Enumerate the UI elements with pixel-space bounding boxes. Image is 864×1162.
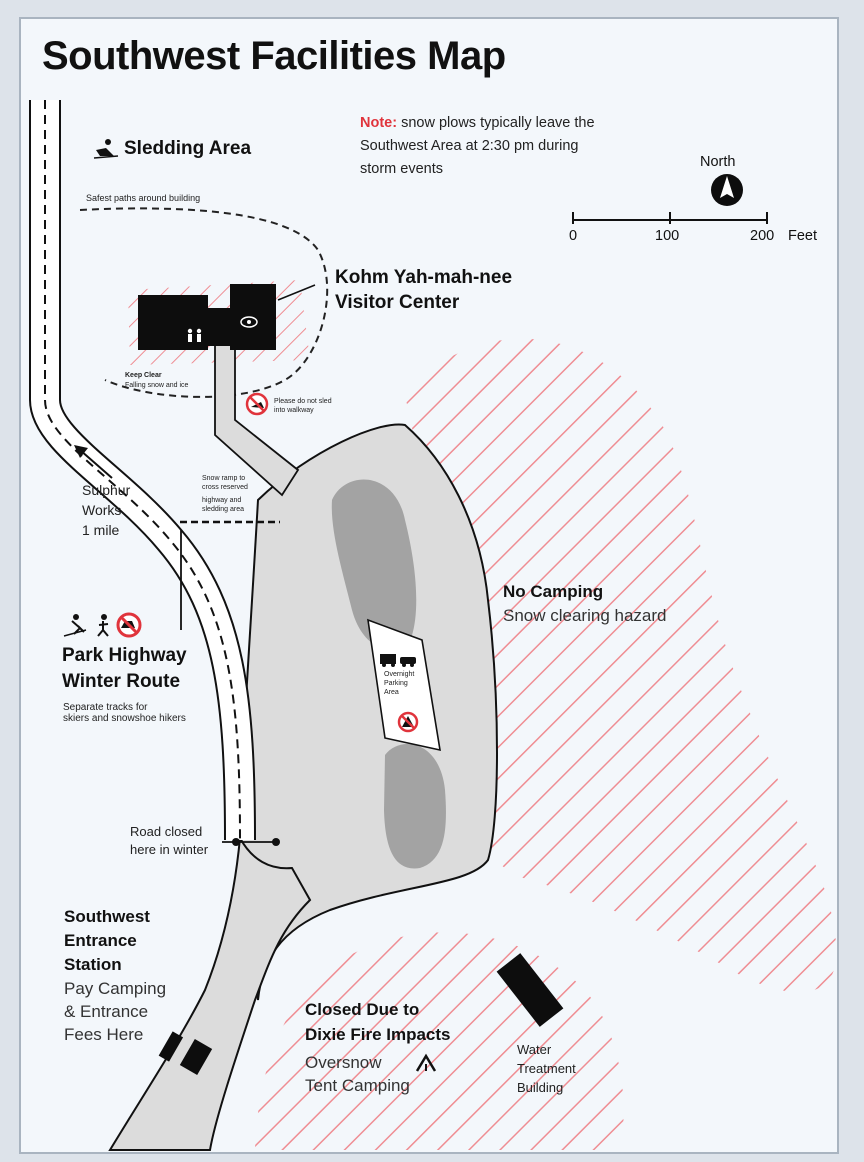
tracks-label-2: skiers and snowshoe hikers: [63, 713, 186, 724]
no-camping-icon: [397, 711, 419, 733]
rv-icon: [380, 654, 396, 667]
overnight-parking-label-1: Overnight: [384, 671, 415, 678]
oversnow-label: Oversnow: [305, 1053, 382, 1072]
fees-label-1: Pay Camping: [64, 979, 167, 998]
no-sled-label-2: into walkway: [274, 407, 314, 414]
north-label: North: [700, 154, 736, 170]
closed-label-1: Closed Due to: [305, 1000, 420, 1019]
visitor-center-label-2: Visitor Center: [335, 292, 460, 313]
visitor-center-building-west: [138, 295, 208, 350]
sledding-area-label: Sledding Area: [124, 138, 252, 159]
parking-bay-north: [331, 479, 417, 651]
no-camping-title: No Camping: [503, 582, 604, 601]
highway-label-1: Park Highway: [62, 645, 187, 666]
snow-ramp-label-2: cross reserved: [202, 484, 248, 491]
water-treatment-label-3: Building: [517, 1080, 564, 1095]
fees-label-3: Fees Here: [64, 1025, 144, 1044]
snow-plow-note: Note: snow plows typically leave the Sou…: [360, 112, 595, 181]
entrance-booth-1: [158, 1031, 184, 1062]
parking-bay-south: [384, 744, 446, 869]
snow-ramp-label-3: highway and: [202, 497, 242, 504]
entrance-booth-2: [179, 1039, 213, 1075]
road-closed-label-2: here in winter: [130, 842, 209, 857]
sulphur-works-arrow-icon: [74, 445, 113, 479]
sulphur-works-label-2: Works: [82, 502, 122, 518]
scale-bar: [572, 212, 768, 224]
restroom-icon: [187, 328, 202, 342]
map-title: Southwest Facilities Map: [42, 34, 506, 78]
no-sledding-icon: [245, 392, 269, 416]
snow-ramp-label-4: sledding area: [202, 506, 245, 513]
note-label: Note:: [360, 115, 398, 131]
closed-label-2: Dixie Fire Impacts: [305, 1025, 451, 1044]
entrance-label-1: Southwest: [64, 907, 150, 926]
overnight-parking-label-2: Parking: [384, 680, 408, 687]
scale-tick-100: 100: [655, 228, 680, 244]
note-line-3: storm events: [360, 161, 443, 177]
snow-ramp-label-1: Snow ramp to: [202, 475, 246, 482]
sledding-icon: [93, 139, 119, 159]
road-closed-marker-west: [232, 838, 240, 846]
overnight-parking-box: [367, 618, 441, 752]
car-icon: [400, 657, 416, 667]
sulphur-works-label-1: Sulphur: [82, 482, 131, 498]
road-closed-marker-east: [272, 838, 280, 846]
water-treatment-label-2: Treatment: [517, 1061, 576, 1076]
entrance-road: [108, 834, 312, 1151]
information-icon: [240, 316, 258, 328]
overnight-parking-label-3: Area: [384, 689, 399, 696]
no-sled-label-1: Please do not sled: [274, 398, 332, 405]
snowshoe-icon: [97, 614, 109, 637]
entrance-label-2: Entrance: [64, 931, 137, 950]
no-camping-zone: [405, 338, 837, 993]
water-treatment-building: [496, 953, 564, 1027]
tent-icon: [415, 1053, 437, 1072]
visitor-center-leader: [277, 284, 316, 301]
note-line-2: Southwest Area at 2:30 pm during: [360, 138, 579, 154]
tracks-label-1: Separate tracks for: [63, 702, 148, 713]
safest-paths-label: Safest paths around building: [86, 193, 201, 203]
scale-tick-200: 200: [750, 228, 775, 244]
note-line-1: snow plows typically leave the: [397, 115, 595, 131]
no-snowmobile-icon: [116, 612, 142, 638]
scale-tick-0: 0: [569, 228, 578, 244]
entrance-label-3: Station: [64, 955, 122, 974]
safest-paths-line: [79, 207, 329, 398]
visitor-center-label-1: Kohm Yah-mah-nee: [335, 267, 513, 288]
north-arrow-icon: [711, 174, 743, 206]
sulphur-works-label-3: 1 mile: [82, 522, 120, 538]
road-closed-label-1: Road closed: [130, 824, 203, 839]
no-camping-subtitle: Snow clearing hazard: [503, 606, 667, 625]
skier-icon: [63, 614, 87, 637]
fees-label-2: & Entrance: [64, 1002, 149, 1021]
tent-camping-label: Tent Camping: [305, 1076, 410, 1095]
scale-unit: Feet: [788, 228, 818, 244]
highway-label-2: Winter Route: [62, 671, 181, 692]
water-treatment-label-1: Water: [517, 1042, 552, 1057]
keep-clear-text: Falling snow and ice: [125, 382, 189, 389]
highway-centerline: [44, 100, 241, 841]
keep-clear-title: Keep Clear: [125, 372, 162, 379]
